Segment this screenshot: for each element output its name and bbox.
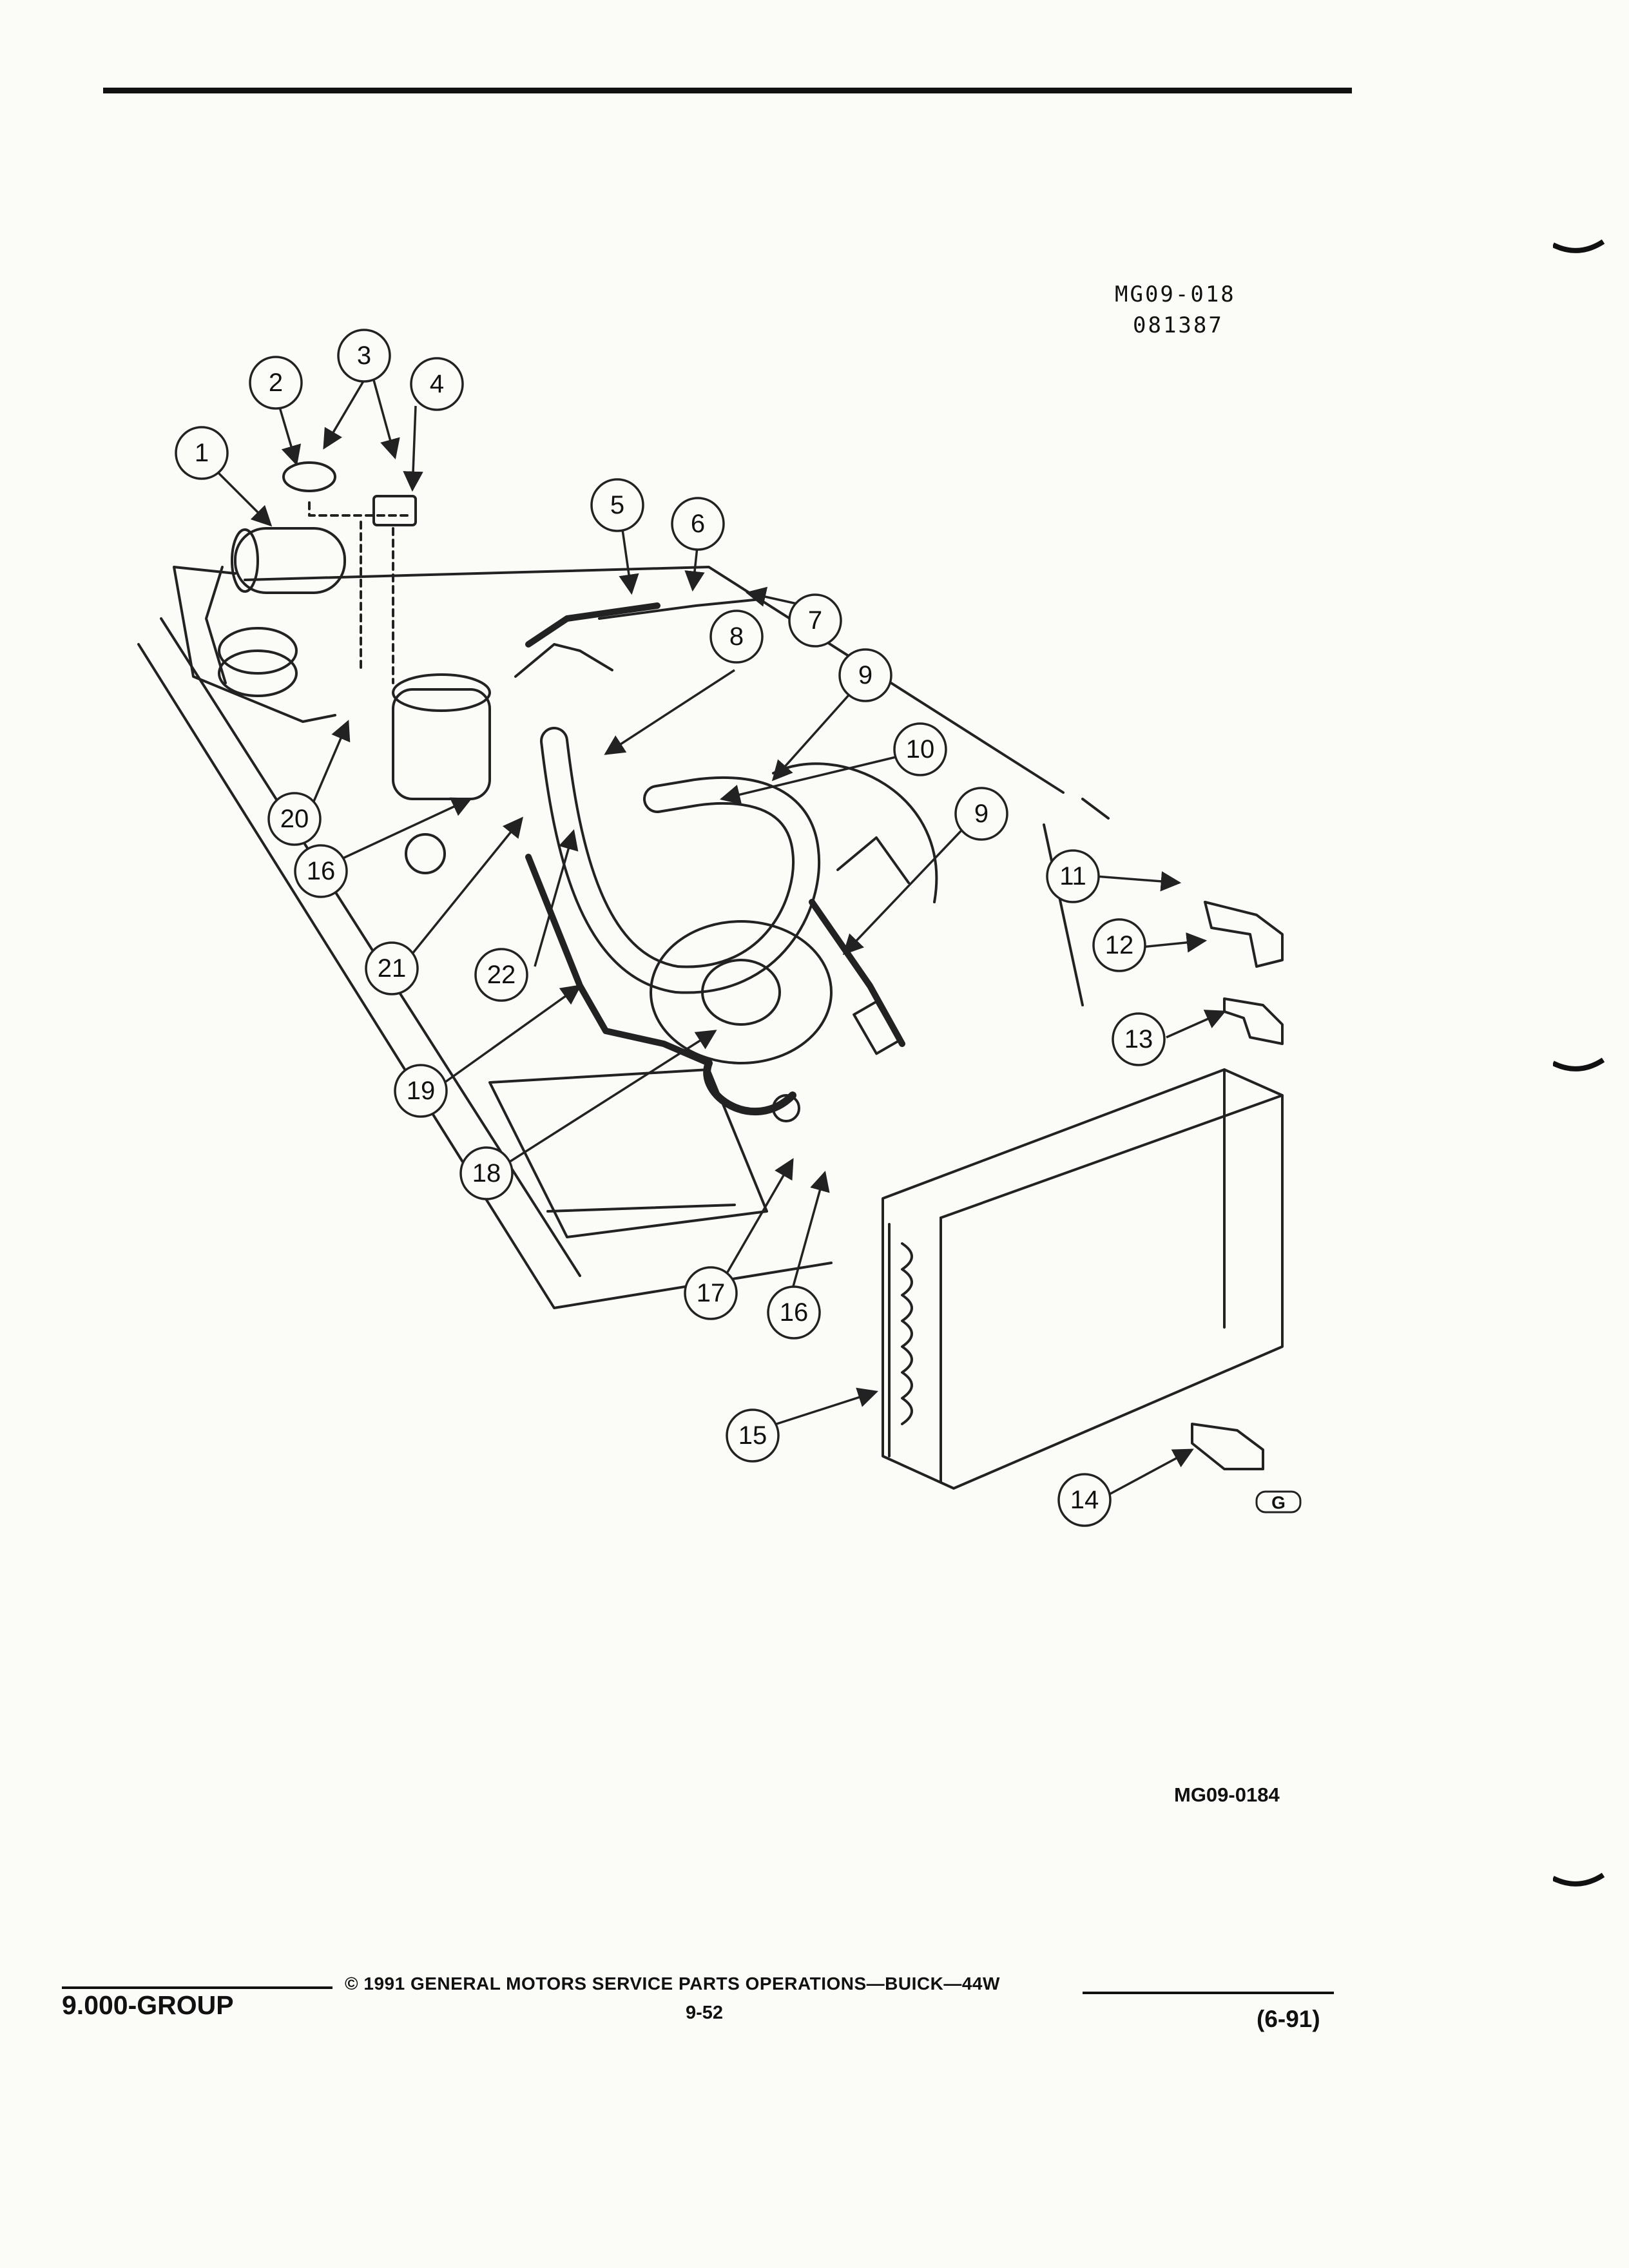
page-number: 9-52 bbox=[686, 2003, 724, 2023]
callout-label: 3 bbox=[357, 341, 371, 370]
callout-6 bbox=[671, 497, 725, 551]
gm-logo-icon: G bbox=[1255, 1490, 1302, 1514]
callout-label: 6 bbox=[691, 510, 705, 538]
callout-label: 14 bbox=[1070, 1486, 1099, 1514]
footer-group: 9.000-GROUP bbox=[62, 1990, 234, 2020]
callout-label: 17 bbox=[697, 1279, 726, 1307]
callout-label: 9 bbox=[974, 800, 988, 828]
callout-3 bbox=[337, 329, 391, 383]
callout-label: 16 bbox=[307, 857, 336, 885]
binding-mark-icon bbox=[1553, 1057, 1605, 1072]
callout-7 bbox=[788, 593, 842, 648]
callout-9 bbox=[838, 648, 892, 702]
callout-label: 1 bbox=[195, 439, 209, 467]
cover-plate bbox=[282, 461, 336, 492]
cross-member bbox=[488, 1068, 768, 1238]
fan-blade bbox=[836, 836, 910, 884]
callout-label: 15 bbox=[738, 1421, 767, 1450]
callout-12 bbox=[1092, 918, 1146, 972]
bracket-upper bbox=[1204, 901, 1284, 968]
callout-22 bbox=[474, 948, 528, 1002]
insulator bbox=[1191, 1423, 1264, 1470]
frame-line bbox=[160, 617, 581, 1277]
binding-mark-icon bbox=[1553, 1872, 1605, 1887]
callout-4 bbox=[410, 357, 464, 411]
callout-16b bbox=[767, 1285, 821, 1340]
frame-line bbox=[137, 643, 833, 1309]
switch-cover bbox=[372, 495, 417, 526]
callout-21 bbox=[365, 941, 419, 995]
callout-18 bbox=[459, 1146, 514, 1200]
callout-8 bbox=[709, 610, 764, 664]
callout-label: 5 bbox=[610, 491, 624, 519]
fitting-nut bbox=[772, 1094, 800, 1122]
figure-ref-line1: MG09-018 bbox=[1115, 282, 1236, 307]
footer-rule bbox=[1083, 1992, 1334, 1994]
callout-label: 9 bbox=[858, 661, 872, 689]
compressor-body bbox=[392, 673, 491, 800]
reservoir-cap bbox=[405, 833, 446, 874]
callout-19 bbox=[394, 1064, 448, 1118]
callout-16 bbox=[294, 844, 348, 898]
condenser bbox=[882, 1068, 1284, 1490]
binding-mark-icon bbox=[1553, 239, 1605, 253]
hose-fitting bbox=[853, 1000, 900, 1055]
revision-date: (6-91) bbox=[1257, 2006, 1320, 2032]
callout-label: 16 bbox=[780, 1298, 809, 1327]
callout-label: 22 bbox=[487, 961, 516, 989]
bracket-lower bbox=[1223, 997, 1284, 1045]
callout-5 bbox=[590, 478, 644, 532]
callout-14 bbox=[1057, 1473, 1112, 1527]
callout-label: 4 bbox=[430, 370, 444, 398]
callout-17 bbox=[684, 1266, 738, 1320]
callout-label: 20 bbox=[280, 805, 309, 833]
callout-label: 8 bbox=[729, 622, 744, 651]
top-rule bbox=[103, 88, 1352, 93]
callout-1 bbox=[175, 426, 229, 480]
callout-label: 13 bbox=[1124, 1025, 1153, 1053]
callout-label: 11 bbox=[1059, 862, 1086, 890]
callout-13 bbox=[1112, 1012, 1166, 1066]
frame-line bbox=[244, 566, 1065, 794]
footer-copyright: © 1991 GENERAL MOTORS SERVICE PARTS OPER… bbox=[345, 1974, 1000, 1994]
callout-label: 2 bbox=[269, 369, 283, 397]
accumulator bbox=[231, 527, 346, 594]
callout-10 bbox=[893, 722, 947, 776]
callout-15 bbox=[726, 1408, 780, 1463]
callout-20 bbox=[267, 792, 322, 846]
callout-9b bbox=[954, 787, 1008, 841]
figure-ref-line2: 081387 bbox=[1133, 312, 1224, 338]
callout-11 bbox=[1046, 849, 1100, 903]
callout-label: 19 bbox=[407, 1077, 436, 1105]
svg-text:G: G bbox=[1271, 1493, 1286, 1513]
callout-label: 7 bbox=[808, 606, 822, 635]
figure-code: MG09-0184 bbox=[1174, 1783, 1280, 1806]
callout-label: 21 bbox=[378, 954, 407, 983]
blower-motor bbox=[218, 627, 298, 675]
callout-label: 12 bbox=[1105, 931, 1134, 959]
compressor bbox=[650, 762, 938, 1064]
callout-label: 10 bbox=[906, 735, 935, 764]
footer-rule bbox=[62, 1986, 333, 1989]
callout-label: 18 bbox=[472, 1159, 501, 1187]
callout-2 bbox=[249, 356, 303, 410]
